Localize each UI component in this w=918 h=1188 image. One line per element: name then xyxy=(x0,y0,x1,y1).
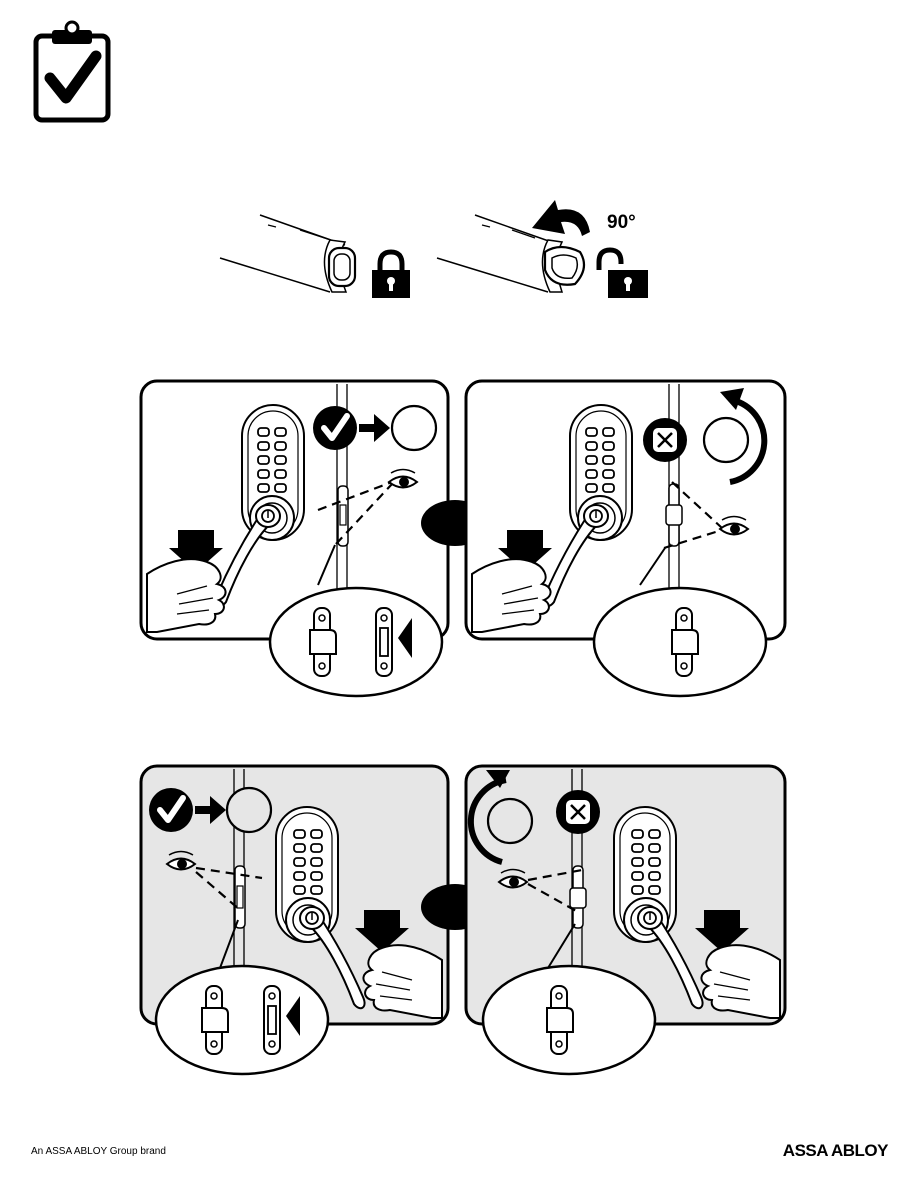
rotate-arrow-icon xyxy=(532,200,590,236)
clipboard-check-icon xyxy=(36,22,108,120)
x-icon xyxy=(556,790,600,834)
padlock-closed-icon xyxy=(372,252,410,298)
x-icon xyxy=(643,418,687,462)
check-icon xyxy=(149,788,193,832)
assa-abloy-logo: ASSA ABLOY xyxy=(783,1141,888,1161)
brand-note: An ASSA ABLOY Group brand xyxy=(31,1146,166,1157)
check-icon xyxy=(313,406,357,450)
rotation-angle-label: 90° xyxy=(607,212,636,233)
thumbturn-locked xyxy=(220,215,355,292)
door-latch-small xyxy=(570,866,586,928)
door-strike-small xyxy=(338,486,348,546)
padlock-open-icon xyxy=(599,250,648,298)
door-latch-small xyxy=(666,484,682,546)
